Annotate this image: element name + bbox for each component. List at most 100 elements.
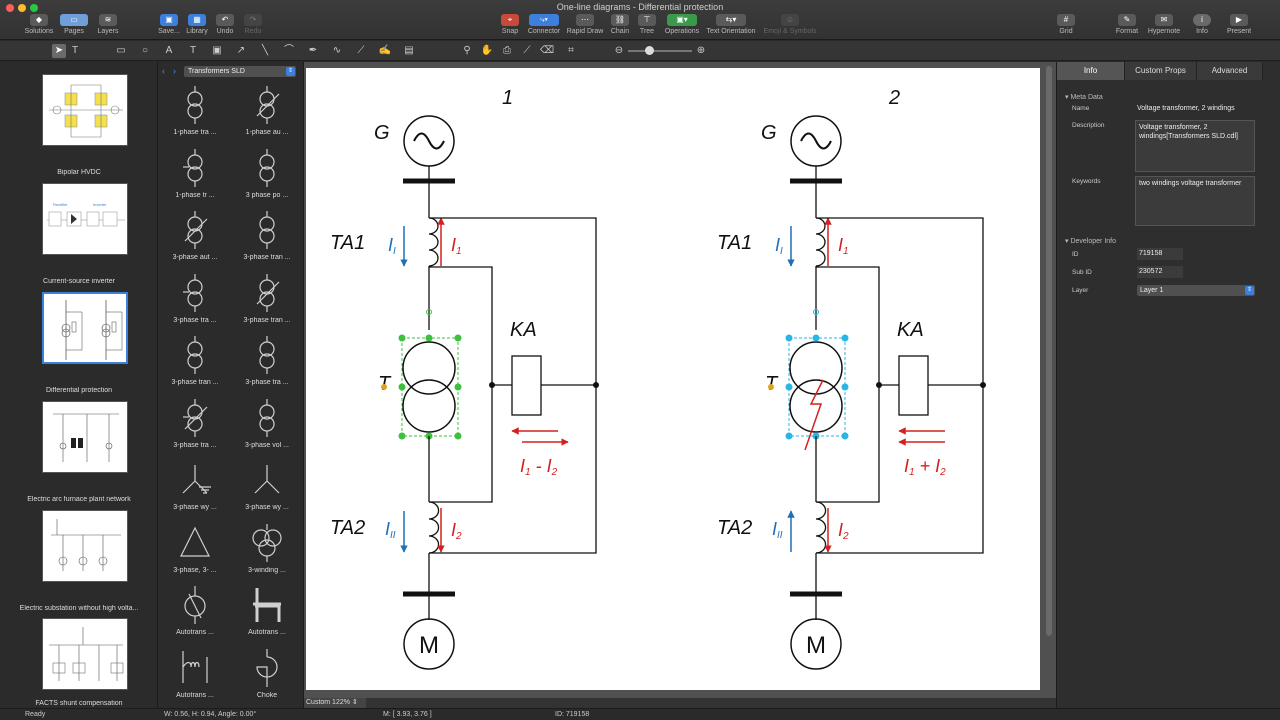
library-item[interactable]: Autotrans ... bbox=[162, 582, 228, 644]
text-box-tool-icon[interactable]: T bbox=[189, 45, 197, 56]
rectangle-tool-icon[interactable]: ▭ bbox=[116, 45, 126, 56]
zoom-out-icon[interactable]: ⊖ bbox=[614, 45, 624, 56]
image-tool-icon[interactable]: ▣ bbox=[212, 45, 222, 56]
library-item[interactable]: Choke bbox=[234, 645, 300, 707]
library-item[interactable]: 3-phase tra ... bbox=[234, 332, 300, 394]
description-field[interactable]: Voltage transformer, 2 windings[Transfor… bbox=[1135, 120, 1255, 172]
page-thumbnail[interactable]: Electric arc furnace plant network bbox=[0, 401, 158, 509]
bezier-tool-icon[interactable]: ∿ bbox=[332, 45, 342, 56]
text-orientation-button[interactable]: ⇆▾ Text Orientation bbox=[706, 14, 756, 35]
chain-button[interactable]: ⛓ Chain bbox=[610, 14, 630, 35]
vertical-scrollbar[interactable] bbox=[1046, 66, 1052, 636]
ta2-winding[interactable] bbox=[428, 501, 440, 554]
shape-tool-icon[interactable]: ▤ bbox=[404, 45, 414, 56]
developer-info-header[interactable]: ▾ Developer Info bbox=[1065, 238, 1116, 245]
arc-tool-icon[interactable]: ⌒ bbox=[284, 45, 294, 56]
library-item[interactable]: 3-phase aut ... bbox=[162, 207, 228, 269]
library-item[interactable]: 3-phase tran ... bbox=[234, 270, 300, 332]
library-item[interactable]: 1-phase tr ... bbox=[162, 145, 228, 207]
maximize-window-button[interactable] bbox=[30, 4, 38, 12]
library-item[interactable]: 1-phase au ... bbox=[234, 82, 300, 144]
page-thumbnail[interactable]: Electric substation without high volta..… bbox=[0, 510, 158, 618]
polyline-tool-icon[interactable]: ⟋ bbox=[357, 45, 365, 56]
operations-button[interactable]: ▣▾ Operations bbox=[664, 14, 700, 35]
solutions-button[interactable]: ◆ Solutions bbox=[24, 14, 54, 35]
freehand-tool-icon[interactable]: ✍ bbox=[378, 45, 392, 56]
page-thumbnail[interactable]: Rectifier Inverter Current-source invert… bbox=[0, 183, 158, 291]
save-button[interactable]: ▣ Save... bbox=[158, 14, 180, 35]
ellipse-tool-icon[interactable]: ○ bbox=[141, 45, 149, 56]
snap-button[interactable]: ⌖ Snap bbox=[501, 14, 519, 35]
page-thumbnail-selected[interactable]: Differential protection bbox=[0, 292, 158, 400]
library-item[interactable]: 3-phase tra ... bbox=[162, 395, 228, 457]
emoji-button[interactable]: ☺ Emoji & Symbols bbox=[763, 14, 817, 35]
library-item[interactable]: 3-phase wy ... bbox=[234, 457, 300, 519]
zoom-slider-knob[interactable] bbox=[645, 46, 654, 55]
zoom-in-icon[interactable]: ⊕ bbox=[696, 45, 706, 56]
text-tool-icon[interactable]: A bbox=[165, 45, 173, 56]
library-item[interactable]: Autotrans ... bbox=[162, 645, 228, 707]
layers-button[interactable]: ≋ Layers bbox=[97, 14, 119, 35]
select-tool-icon[interactable]: ➤ bbox=[52, 44, 66, 58]
eyedropper-tool-icon[interactable]: ⟋ bbox=[523, 45, 531, 56]
keywords-field[interactable]: two windings voltage transformer bbox=[1135, 176, 1255, 226]
meta-data-header[interactable]: ▾ Meta Data bbox=[1065, 94, 1103, 101]
crop-tool-icon[interactable]: ⌗ bbox=[568, 45, 574, 56]
library-item[interactable]: 3-phase, 3- ... bbox=[162, 520, 228, 582]
library-item[interactable]: Autotrans ... bbox=[234, 582, 300, 644]
library-button[interactable]: ▦ Library bbox=[186, 14, 208, 35]
canvas-page[interactable]: 1 G TA1 II I1 bbox=[306, 68, 1040, 690]
transformer-symbol[interactable] bbox=[381, 309, 462, 440]
relay-ka[interactable] bbox=[511, 355, 542, 416]
tab-custom-props[interactable]: Custom Props bbox=[1125, 62, 1197, 80]
ta1-winding[interactable] bbox=[428, 217, 439, 267]
present-button[interactable]: ▶ Present bbox=[1226, 14, 1252, 35]
zoom-tool-icon[interactable]: ⚲ bbox=[463, 45, 471, 56]
library-item[interactable]: 3-phase tra ... bbox=[162, 270, 228, 332]
motor-symbol[interactable]: M bbox=[790, 618, 842, 670]
library-item[interactable]: 3 phase po ... bbox=[234, 145, 300, 207]
arrow-tool-icon[interactable]: ↗ bbox=[236, 45, 246, 56]
info-button[interactable]: i Info bbox=[1186, 14, 1218, 40]
motor-symbol[interactable]: M bbox=[403, 618, 455, 670]
relay-ka[interactable] bbox=[898, 355, 929, 416]
pages-button[interactable]: ▭ Pages bbox=[58, 14, 90, 40]
rapid-draw-button[interactable]: ⋯ Rapid Draw bbox=[566, 14, 604, 35]
undo-button[interactable]: ↶ Undo bbox=[216, 14, 234, 35]
connector-button[interactable]: ⤷▾ Connector bbox=[527, 14, 561, 35]
library-item[interactable]: 3-phase tran ... bbox=[234, 207, 300, 269]
library-item[interactable]: 3-phase vol ... bbox=[234, 395, 300, 457]
tree-button[interactable]: ⊤ Tree bbox=[638, 14, 656, 35]
page-thumbnail[interactable]: FACTS shunt compensation bbox=[0, 618, 158, 708]
library-item[interactable]: 3-winding ... bbox=[234, 520, 300, 582]
library-item[interactable]: 3-phase wy ... bbox=[162, 457, 228, 519]
grid-button[interactable]: # Grid bbox=[1054, 14, 1078, 40]
ta1-winding[interactable] bbox=[815, 217, 826, 267]
format-painter-tool-icon[interactable]: ⌫ bbox=[540, 45, 555, 56]
tab-info[interactable]: Info bbox=[1057, 62, 1125, 80]
id-field[interactable]: 719158 bbox=[1137, 248, 1183, 260]
zoom-slider[interactable] bbox=[628, 50, 692, 52]
hypernote-button[interactable]: ✉ Hypernote bbox=[1147, 14, 1181, 35]
line-tool-icon[interactable]: ╲ bbox=[261, 45, 269, 56]
generator-symbol[interactable] bbox=[403, 115, 455, 167]
zoom-select[interactable]: Custom 122% ⇕ bbox=[304, 698, 366, 708]
generator-symbol[interactable] bbox=[790, 115, 842, 167]
library-select[interactable]: Transformers SLD ⇕ bbox=[184, 66, 296, 77]
page-thumbnail[interactable]: Bipolar HVDC bbox=[0, 74, 158, 182]
ta2-winding[interactable] bbox=[815, 501, 827, 554]
tab-advanced[interactable]: Advanced bbox=[1197, 62, 1263, 80]
format-button[interactable]: ✎ Format bbox=[1115, 14, 1139, 35]
text-select-tool-icon[interactable]: T bbox=[71, 45, 79, 56]
library-item[interactable]: 1-phase tra ... bbox=[162, 82, 228, 144]
library-forward-icon[interactable]: › bbox=[173, 66, 176, 76]
pan-tool-icon[interactable]: ✋ bbox=[480, 45, 494, 56]
close-window-button[interactable] bbox=[6, 4, 14, 12]
library-back-icon[interactable]: ‹ bbox=[162, 66, 165, 76]
transformer-symbol[interactable] bbox=[768, 309, 849, 451]
redo-button[interactable]: ↷ Redo bbox=[244, 14, 262, 35]
name-value[interactable]: Voltage transformer, 2 windings bbox=[1137, 105, 1235, 112]
layer-select[interactable]: Layer 1 ⇕ bbox=[1137, 285, 1255, 296]
stamp-tool-icon[interactable]: ⎙ bbox=[503, 45, 511, 56]
minimize-window-button[interactable] bbox=[18, 4, 26, 12]
